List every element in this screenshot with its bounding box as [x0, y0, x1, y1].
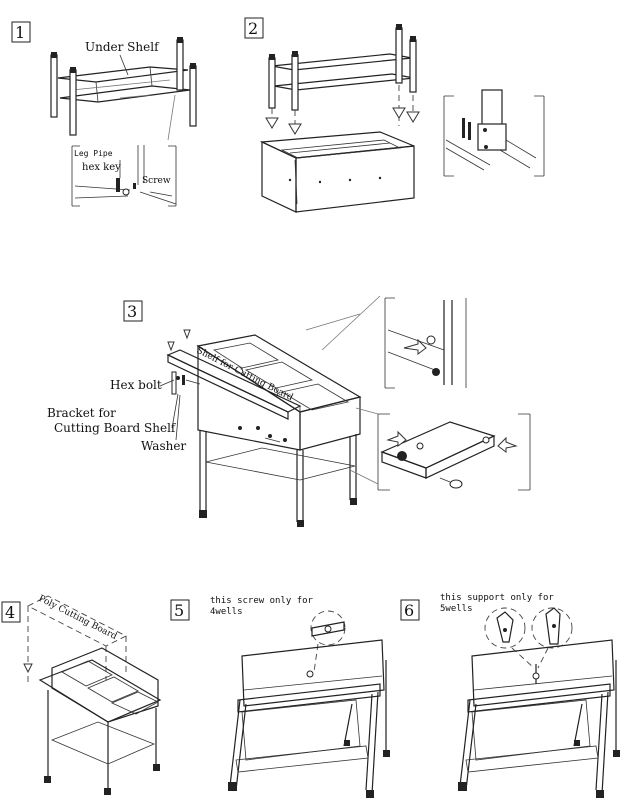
step-4: 4 Poly Cutting Board [1, 594, 162, 795]
step-4-number: 4 [5, 603, 15, 622]
leg-pipe-label: Leg Pipe [74, 149, 113, 158]
screw-label: Screw [142, 176, 171, 186]
step-2-detail [443, 89, 545, 177]
cutting-board-shelf [166, 329, 302, 420]
bracket-label-line2: Cutting Board Shelf [54, 421, 177, 435]
step-5-callout [310, 610, 346, 673]
step-1: 1 Under Shelf [11, 21, 197, 207]
step-5: 5 this screw only for 4wells [170, 596, 390, 798]
poly-board-ghost [23, 595, 127, 686]
step-3-detail-bottom [349, 407, 531, 491]
table-body-inverted [259, 131, 415, 213]
hex-bolt-label: Hex bolt [110, 378, 162, 392]
step-6: 6 this support only for 5wells [400, 593, 620, 798]
frame-upper [268, 24, 417, 111]
under-shelf-frame [50, 37, 197, 141]
frame-6 [458, 639, 620, 798]
step-3-detail-top [305, 295, 467, 389]
bracket-leader [171, 393, 179, 429]
step-5-number: 5 [174, 601, 184, 620]
step-2: 2 [244, 17, 545, 213]
step-5-note-line2: 4wells [210, 607, 243, 617]
step-1-box [11, 21, 31, 43]
washer-label: Washer [141, 439, 186, 453]
step-3: 3 [47, 295, 531, 527]
step-3-number: 3 [127, 302, 137, 321]
step-1-number: 1 [15, 23, 25, 42]
step-6-note-line1: this support only for [440, 593, 554, 603]
bracket-parts [171, 371, 287, 443]
step-2-box [244, 17, 264, 39]
frame-5 [228, 639, 390, 798]
step-1-detail [71, 145, 177, 207]
step-6-number: 6 [404, 601, 414, 620]
hex-key-label: hex key [82, 162, 121, 173]
step-6-note-line2: 5wells [440, 604, 473, 614]
washer-leader [175, 394, 181, 441]
step-6-callouts [484, 607, 573, 669]
step-6-box [400, 599, 420, 621]
step-5-box [170, 599, 190, 621]
step-2-number: 2 [248, 19, 258, 38]
step-5-note-line1: this screw only for [210, 596, 314, 606]
under-shelf-leader [119, 54, 129, 76]
down-arrows [265, 85, 420, 135]
hex-bolt-leader [159, 379, 175, 387]
under-shelf-label: Under Shelf [85, 40, 160, 54]
poly-board-label: Poly Cutting Board [37, 594, 119, 642]
step-4-box [1, 601, 21, 623]
bracket-label-line1: Bracket for [47, 406, 116, 420]
steam-table-4 [38, 647, 162, 795]
step-3-box [123, 300, 143, 322]
